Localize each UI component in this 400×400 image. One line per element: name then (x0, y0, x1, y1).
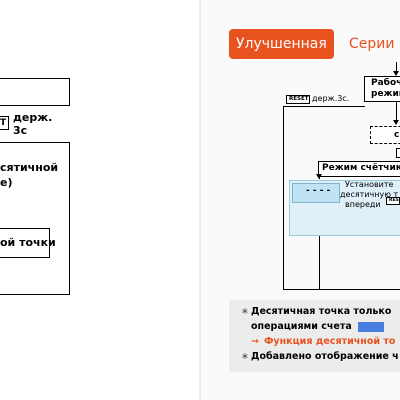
bullet-1-b: операциями счета (251, 321, 352, 332)
work-mode-text-1: Рабоч (371, 78, 400, 88)
counter-mode-text: Режим счётчика (322, 163, 400, 173)
arrow-stem-top (396, 62, 397, 72)
mid-box-text: с (394, 130, 400, 140)
frame-left (283, 106, 284, 290)
decimal-line-2: е) (0, 176, 13, 189)
point-box (0, 228, 50, 258)
reset-hold-text: держ.3с. (312, 94, 350, 103)
arrow-head-mid (393, 120, 399, 125)
bullet-3: Добавлено отображение ч (251, 351, 399, 362)
bullet-1-star: ∗ (241, 306, 249, 317)
lower-h (319, 289, 400, 290)
reset-small-key: RESET (386, 197, 400, 205)
decimal-line-1: сятичной (0, 161, 59, 174)
bullet-2: Функция десятичной то (264, 336, 396, 347)
work-mode-box (364, 76, 400, 102)
arrow-head-top (393, 71, 399, 76)
lower-stem (319, 236, 320, 290)
bullet-3-star: ∗ (241, 351, 249, 362)
improved-badge: Улучшенная (229, 29, 334, 59)
install-text-2: десятичную т (340, 190, 399, 199)
reset-key: RESET (286, 95, 310, 104)
bullet-1-a: Десятичная точка только (251, 306, 392, 317)
work-mode-text-2: режим (371, 89, 400, 99)
stem-mid (396, 102, 397, 122)
frame-top (283, 106, 365, 107)
mid-right-small (396, 148, 400, 158)
counter-mode-outline (0, 142, 70, 295)
install-text-1: Установите (345, 180, 394, 189)
install-text-3: впереди (345, 200, 381, 209)
hold-text-2: 3с (13, 124, 28, 137)
series-label: Серии (349, 36, 395, 52)
mid-dashed-box (370, 126, 400, 144)
blue-swatch (358, 322, 384, 332)
hold-text-1: держ. (13, 111, 53, 124)
hold-key: T (0, 116, 9, 130)
point-label: ой точки (0, 236, 56, 249)
counter-mode-box (318, 161, 400, 177)
bullets-panel (229, 300, 400, 372)
dashes-box (292, 183, 340, 203)
dashes-text: - - - - (306, 186, 331, 196)
top-mode-box (0, 78, 70, 106)
panel-divider (199, 0, 201, 400)
bullet-2-arrow: → (251, 336, 259, 347)
counter-arrow (316, 174, 322, 179)
